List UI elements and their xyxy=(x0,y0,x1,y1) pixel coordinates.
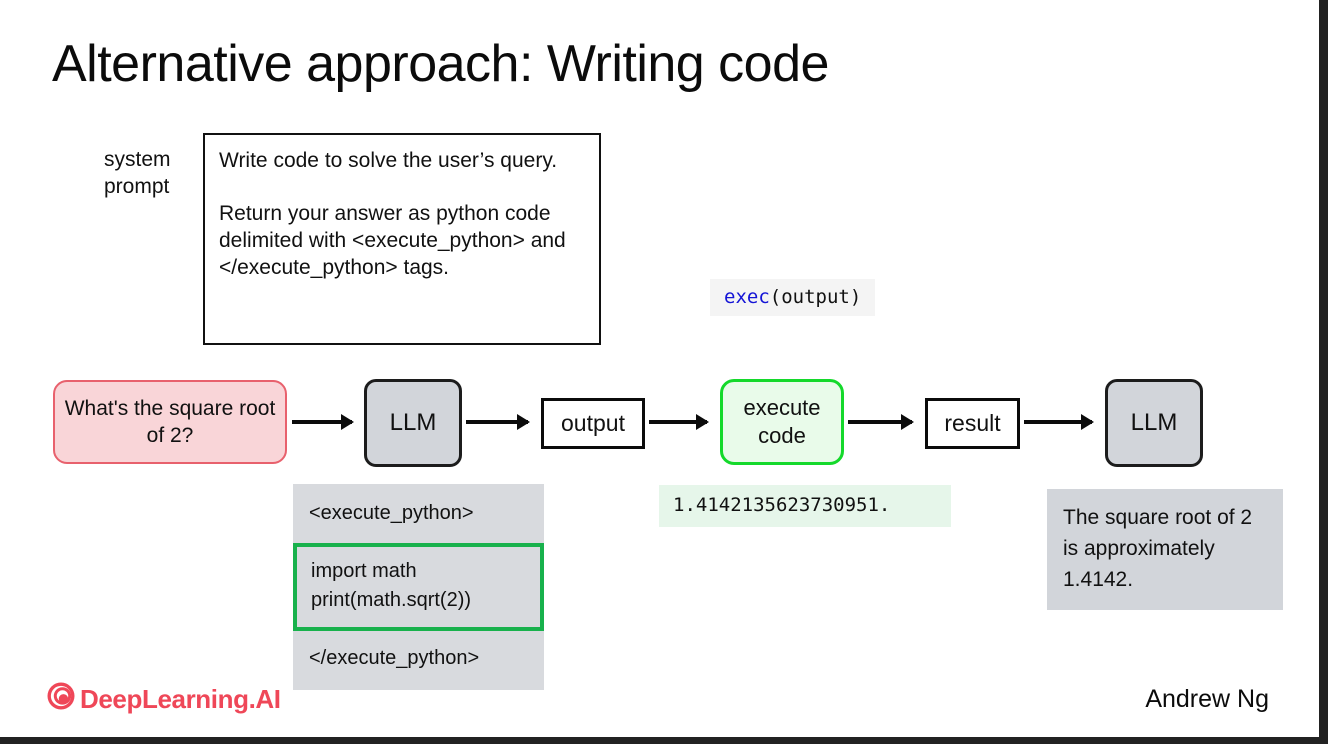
stdout-result-chip: 1.4142135623730951. xyxy=(659,485,951,527)
python-code-block: import math print(math.sqrt(2)) xyxy=(293,543,544,631)
arrow-output-to-execute xyxy=(649,420,707,424)
system-prompt-label-line-2: prompt xyxy=(104,175,170,198)
deeplearning-ai-logo: DeepLearning.AI xyxy=(46,681,281,716)
deeplearning-ai-wordmark: DeepLearning.AI xyxy=(80,683,281,714)
node-llm-second: LLM xyxy=(1105,379,1203,467)
frame-edge-bottom xyxy=(0,737,1328,744)
author-name: Andrew Ng xyxy=(1145,685,1269,713)
node-user-question: What's the square root of 2? xyxy=(53,380,287,464)
exec-argument: (output) xyxy=(769,286,862,308)
system-prompt-paragraph-1: Write code to solve the user’s query. xyxy=(219,149,558,172)
arrow-result-to-llm xyxy=(1024,420,1092,424)
node-execute-code: execute code xyxy=(720,379,844,465)
node-llm-first: LLM xyxy=(364,379,462,467)
exec-function-name: exec xyxy=(724,286,770,308)
system-prompt-label-line-1: system xyxy=(104,148,171,171)
execute-code-line-2: code xyxy=(758,423,806,448)
system-prompt-paragraph-2: Return your answer as python code delimi… xyxy=(219,202,566,279)
arrow-execute-to-result xyxy=(848,420,912,424)
page-title: Alternative approach: Writing code xyxy=(52,35,829,93)
code-line-2: print(math.sqrt(2)) xyxy=(311,589,472,611)
arrow-llm-to-output xyxy=(466,420,528,424)
execute-code-line-1: execute xyxy=(743,395,821,420)
exec-output-code-chip: exec(output) xyxy=(710,279,876,316)
spiral-logo-icon xyxy=(46,681,76,716)
execute-python-open-tag: <execute_python> xyxy=(309,502,474,524)
generated-code-panel: <execute_python> import math print(math.… xyxy=(293,484,544,690)
execute-python-close-tag: </execute_python> xyxy=(309,647,480,669)
frame-edge-right xyxy=(1319,0,1328,744)
arrow-question-to-llm xyxy=(292,420,352,424)
system-prompt-box: Write code to solve the user’s query. Re… xyxy=(203,133,601,345)
code-line-1: import math xyxy=(311,560,417,582)
final-answer-panel: The square root of 2 is approximately 1.… xyxy=(1047,489,1283,610)
node-result: result xyxy=(925,398,1020,449)
node-output: output xyxy=(541,398,645,449)
system-prompt-label: system prompt xyxy=(104,146,196,200)
